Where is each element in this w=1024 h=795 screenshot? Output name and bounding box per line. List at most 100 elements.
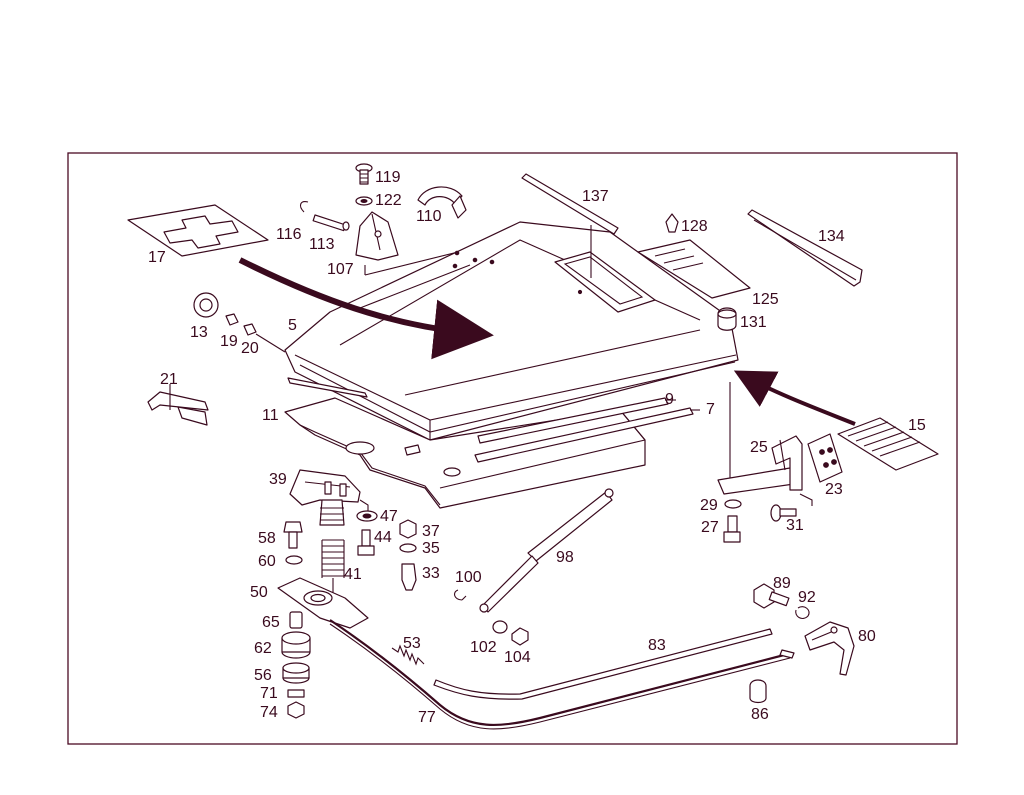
label-27: 27 [701,519,719,536]
label-65: 65 [262,614,280,631]
label-19: 19 [220,333,238,350]
screw-27 [723,515,741,543]
washer-102 [492,620,508,634]
label-39: 39 [269,471,287,488]
label-53: 53 [403,635,421,652]
label-131: 131 [740,314,767,331]
diagram-frame [67,152,958,745]
washer-60 [285,555,303,565]
label-86: 86 [751,706,769,723]
seal-strip-9 [477,397,669,444]
label-20: 20 [241,340,259,357]
rubber-62 [281,631,311,659]
label-15: 15 [908,417,926,434]
label-35: 35 [422,540,440,557]
bolt-89 [753,583,790,609]
label-50: 50 [250,584,268,601]
clip-116 [299,201,309,213]
hinge-25 [717,382,803,495]
hood-panel [284,221,739,441]
label-119: 119 [375,169,401,186]
label-116: 116 [276,226,302,243]
label-31: 31 [786,517,804,534]
warning-plate [837,417,939,471]
nut-104 [511,627,529,646]
washer-35 [399,543,417,553]
label-56: 56 [254,667,272,684]
front-strip [287,377,368,398]
arrow-decal-to-hood [238,257,494,360]
clip-71 [287,689,305,698]
label-102: 102 [470,639,497,656]
screw-119 [355,163,373,185]
label-5: 5 [288,317,297,334]
label-80: 80 [858,628,876,645]
label-41: 41 [344,566,362,583]
label-33: 33 [422,565,440,582]
sleeve-65 [289,611,303,629]
cover-125 [637,239,751,299]
label-128: 128 [681,218,708,235]
label-107: 107 [327,261,354,278]
label-7: 7 [706,401,715,418]
gas-strut-98 [479,488,614,613]
washer-29 [724,499,742,509]
label-11: 11 [262,407,279,424]
label-104: 104 [504,649,531,666]
label-47: 47 [380,508,398,525]
label-37: 37 [422,523,440,540]
plate-23 [807,433,843,483]
clip-92 [795,606,810,619]
seal-strip-7 [474,407,694,463]
lock-assembly-39 [289,469,369,526]
nut-74 [287,701,305,719]
label-77: 77 [418,709,436,726]
label-100: 100 [455,569,482,586]
label-113: 113 [309,236,335,253]
label-21: 21 [160,371,178,388]
label-25: 25 [750,439,768,456]
red-cross-decal [127,204,269,257]
screw-31 [770,504,797,522]
screw-44 [357,529,375,556]
nut-37 [399,519,417,539]
label-74: 74 [260,704,278,721]
plug-86 [749,679,767,704]
buffer-33 [401,563,417,591]
label-13: 13 [190,324,208,341]
label-23: 23 [825,481,843,498]
label-110: 110 [416,208,442,225]
label-62: 62 [254,640,272,657]
clip-128 [665,213,679,233]
rod-137 [521,173,619,235]
label-98: 98 [556,549,574,566]
arrow-plate-to-hood [733,370,856,426]
label-9: 9 [665,391,674,408]
seal-strip-134 [747,209,863,287]
label-134: 134 [818,228,845,245]
bolt-58 [283,521,303,533]
clip-100 [453,589,467,601]
catch-plate-50 [277,577,369,629]
label-71: 71 [260,685,278,702]
label-92: 92 [798,589,816,606]
rubber-56 [282,662,310,684]
label-44: 44 [374,529,392,546]
label-17: 17 [148,249,166,266]
label-125: 125 [752,291,779,308]
release-lever-80 [804,621,855,676]
label-58: 58 [258,530,276,547]
cable-77 [329,619,789,726]
label-60: 60 [258,553,276,570]
label-137: 137 [582,188,609,205]
label-89: 89 [773,575,791,592]
label-83: 83 [648,637,666,654]
spring-53 [391,644,425,666]
label-122: 122 [375,192,402,209]
part-labels: 5 7 9 11 13 15 17 19 20 21 23 25 27 29 3… [148,169,926,726]
rod-83 [433,628,773,700]
bracket-21 [147,384,209,426]
label-29: 29 [700,497,718,514]
pin-113 [312,214,347,232]
